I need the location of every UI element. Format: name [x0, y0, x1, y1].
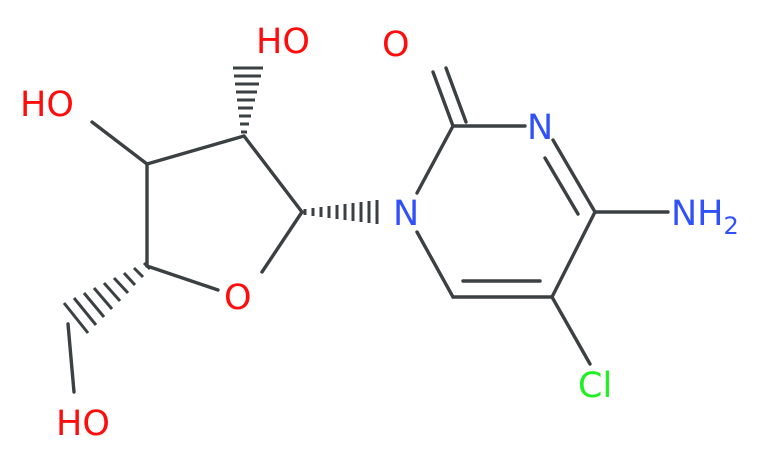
bond-c4-o4: [145, 264, 220, 292]
hashed-wedge-c4-c5: [62, 261, 152, 334]
bond-n1-c2: [415, 124, 455, 195]
bond-c4-c5: [550, 210, 597, 299]
atom-o-furanose: O: [224, 278, 252, 318]
bond-c2-c3: [145, 134, 246, 166]
atom-n1: N: [393, 194, 419, 234]
bond-c2-o-double-a: [431, 70, 455, 128]
bond-c6-n1: [415, 230, 455, 299]
bond-n3-c4-b: [543, 156, 580, 216]
hashed-wedge-c2-oh: [233, 66, 263, 134]
bond-n3-c4-a: [551, 138, 597, 214]
atom-o-carbonyl: O: [382, 25, 410, 65]
atom-oh-c3: HO: [20, 85, 74, 125]
atom-oh-c5: HO: [56, 404, 110, 444]
bond-c1-c2: [242, 134, 304, 214]
atom-oh-c2: HO: [256, 22, 310, 62]
bond-o4-c1: [260, 210, 304, 274]
bond-c2-o-double-b: [444, 66, 468, 124]
hashed-wedge-c1-n1: [303, 200, 379, 224]
bond-c3-oh: [90, 120, 149, 166]
ribose-ring: [66, 120, 304, 394]
atom-cl: Cl: [578, 366, 612, 406]
bond-c5-oh: [66, 322, 76, 394]
atom-n3: N: [527, 108, 553, 148]
pyrimidine-ring: [415, 66, 670, 366]
atom-nh2: NH2: [671, 194, 739, 240]
bond-c5-cl: [550, 295, 592, 366]
